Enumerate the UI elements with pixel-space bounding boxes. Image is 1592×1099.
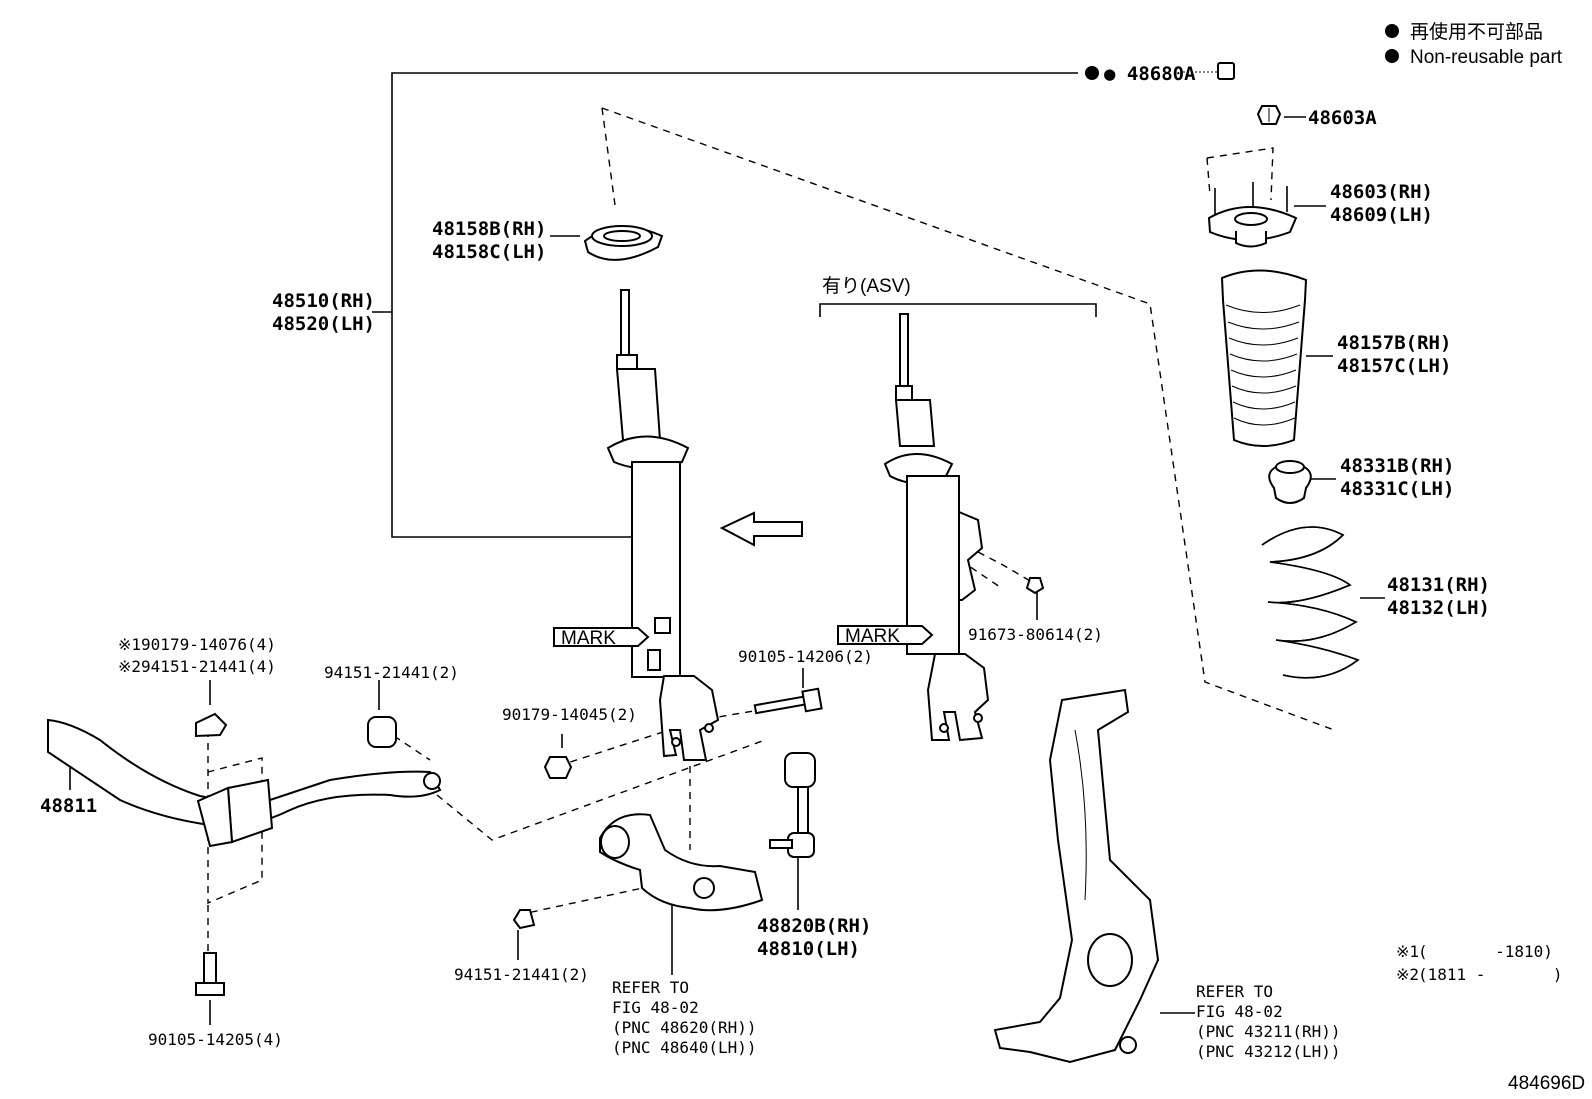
callout-48810-lh: 48810(LH) xyxy=(757,938,860,960)
callout-48158b-rh: 48158B(RH) xyxy=(432,218,546,240)
non-reusable-bullet-icon xyxy=(1085,66,1099,80)
mark-label-right: MARK xyxy=(837,625,934,647)
mark-text: MARK xyxy=(845,626,900,647)
strut-support-icon xyxy=(1207,182,1298,248)
callout-90179-14045: 90179-14045(2) xyxy=(502,705,637,724)
callout-48331b-rh: 48331B(RH) xyxy=(1340,455,1454,477)
callout-48609-lh: 48609(LH) xyxy=(1330,204,1433,226)
callout-90105-14205: 90105-14205(4) xyxy=(148,1030,283,1049)
callout-48510-rh: 48510(RH) xyxy=(272,290,375,312)
stabilizer-bracket-icon xyxy=(195,712,228,738)
nut-48603a-icon xyxy=(1256,105,1282,125)
refer-arm-line-1: REFER TO xyxy=(612,978,689,997)
nut-48680a-icon xyxy=(1217,62,1235,80)
callout-48331c-lh: 48331C(LH) xyxy=(1340,478,1454,500)
stabilizer-link-icon xyxy=(769,752,816,858)
callout-48132-lh: 48132(LH) xyxy=(1387,597,1490,619)
refer-knuckle-line-3: (PNC 43211(RH)) xyxy=(1196,1022,1341,1041)
spring-insulator-icon xyxy=(583,225,664,261)
callout-48603a: 48603A xyxy=(1308,107,1377,129)
note-1-ref: ※1 xyxy=(1396,942,1419,961)
small-bolt-icon xyxy=(1025,577,1045,595)
steering-knuckle-icon xyxy=(993,688,1160,1064)
callout-48680a: ● 48680A xyxy=(1104,63,1196,85)
callout-94151-21441-bottom: 94151-21441(2) xyxy=(454,965,589,984)
bolt-14205-icon xyxy=(195,952,225,996)
arrow-left-icon xyxy=(719,511,803,547)
refer-knuckle-line-1: REFER TO xyxy=(1196,982,1273,1001)
callout-48131-rh: 48131(RH) xyxy=(1387,574,1490,596)
mark-text: MARK xyxy=(561,628,616,649)
refer-arm-line-3: (PNC 48620(RH)) xyxy=(612,1018,757,1037)
refer-knuckle-line-4: (PNC 43212(LH)) xyxy=(1196,1042,1341,1061)
stabilizer-bushing-icon xyxy=(367,716,397,748)
mark-label-left: MARK xyxy=(553,627,650,649)
stabilizer-bar-icon xyxy=(47,718,442,848)
callout-90105-14206: 90105-14206(2) xyxy=(738,647,873,666)
lower-control-arm-icon xyxy=(512,813,764,930)
nut-14045-icon xyxy=(543,756,573,779)
callout-90179-14076: ※190179-14076(4) xyxy=(118,635,276,654)
non-reusable-bullet-icon xyxy=(1385,49,1399,63)
callout-91673-80614: 91673-80614(2) xyxy=(968,625,1103,644)
callout-94151-21441-top: 94151-21441(2) xyxy=(324,663,459,682)
shock-absorber-icon xyxy=(606,289,720,761)
refer-knuckle-line-2: FIG 48-02 xyxy=(1196,1002,1283,1021)
note-2-ref: ※2 xyxy=(1396,965,1419,984)
asv-shock-absorber-icon xyxy=(883,313,990,742)
callout-48603-rh: 48603(RH) xyxy=(1330,181,1433,203)
figure-id: 484696D xyxy=(1508,1073,1585,1094)
asv-variant-label: 有り(ASV) xyxy=(822,275,911,297)
legend: 再使用不可部品 Non-reusable part xyxy=(1385,21,1563,68)
legend-item-jp: 再使用不可部品 xyxy=(1410,21,1543,43)
note-2-text: (1811 - ) xyxy=(1418,965,1563,984)
bound-stopper-icon xyxy=(1268,460,1312,504)
refer-arm-line-4: (PNC 48640(LH)) xyxy=(612,1038,757,1057)
callout-48157b-rh: 48157B(RH) xyxy=(1337,332,1451,354)
dust-boot-icon xyxy=(1220,269,1308,447)
non-reusable-bullet-icon xyxy=(1385,24,1399,38)
bolt-14206-icon xyxy=(753,687,823,715)
note-1-text: ( -1810) xyxy=(1418,942,1553,961)
callouts: ● 48680A 48603A 48603(RH) 48609(LH) 4815… xyxy=(40,63,1585,1094)
callout-48157c-lh: 48157C(LH) xyxy=(1337,355,1451,377)
coil-spring-icon xyxy=(1261,526,1360,679)
legend-item-en: Non-reusable part xyxy=(1410,47,1563,68)
callout-48158c-lh: 48158C(LH) xyxy=(432,241,546,263)
callout-48820b-rh: 48820B(RH) xyxy=(757,915,871,937)
callout-48520-lh: 48520(LH) xyxy=(272,313,375,335)
callout-48811: 48811 xyxy=(40,795,97,817)
refer-arm-line-2: FIG 48-02 xyxy=(612,998,699,1017)
callout-94151-21441-4: ※294151-21441(4) xyxy=(118,657,276,676)
